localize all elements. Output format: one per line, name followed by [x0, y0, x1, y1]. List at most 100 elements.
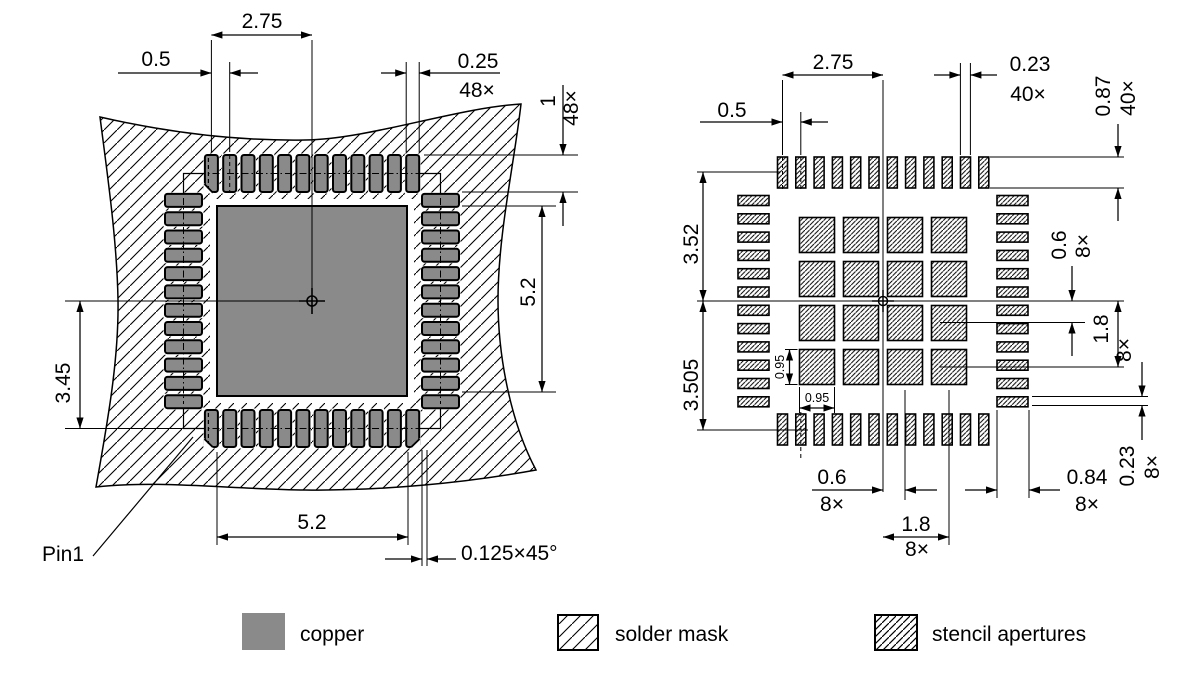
arrowhead: [559, 144, 567, 155]
arrowhead: [211, 31, 223, 39]
dim-right-inner-col-offset-qty: 8×: [820, 493, 844, 516]
corner-bracket: [182, 172, 204, 194]
legend: copper solder mask stencil apertures: [242, 613, 1086, 651]
stencil-aperture: [923, 413, 935, 446]
paste-square-aperture: [842, 260, 880, 298]
dim-right-aperture-length-qty: 40×: [1117, 80, 1140, 116]
arrowhead: [782, 71, 794, 79]
dim-right-half-span: 2.75: [813, 51, 854, 74]
dim-right-corner-aperture-length: 0.84: [1067, 466, 1108, 489]
stencil-aperture: [737, 304, 770, 317]
stencil-aperture: [996, 213, 1029, 225]
stencil-aperture: [996, 377, 1029, 390]
stencil-aperture: [737, 359, 770, 372]
dim-right-inner-col-offset: 0.6: [817, 466, 846, 489]
arrowhead: [986, 486, 997, 494]
dim-right-outer-row-offset: 1.8: [1090, 314, 1113, 343]
dim-right-aperture-length: 0.87: [1092, 76, 1115, 117]
stencil-aperture: [737, 249, 770, 262]
stencil-aperture: [959, 156, 972, 189]
stencil-aperture: [904, 413, 917, 446]
paste-square-aperture: [930, 216, 968, 254]
arrowhead: [1114, 188, 1122, 199]
dim-right-outer-col-offset: 1.8: [901, 513, 930, 536]
paste-square-aperture: [798, 348, 836, 386]
stencil-aperture: [737, 377, 770, 390]
stencil-aperture: [941, 156, 954, 189]
stencil-aperture: [959, 413, 972, 446]
arrowhead: [771, 118, 783, 126]
stencil-aperture: [977, 413, 990, 446]
paste-square-aperture: [842, 304, 880, 342]
stencil-aperture: [737, 395, 770, 408]
stencil-aperture: [886, 156, 899, 189]
stencil-aperture: [813, 413, 825, 446]
stencil-aperture: [996, 395, 1029, 408]
copper-pads: [164, 154, 460, 448]
stencil-aperture: [831, 413, 844, 446]
dim-left-half-span: 2.75: [242, 10, 283, 33]
arrowhead: [1138, 385, 1146, 397]
arrowhead: [301, 31, 312, 39]
package-corner-marks: [65, 40, 442, 449]
dim-right-pitch: 0.5: [717, 99, 746, 122]
arrowhead: [395, 69, 407, 77]
dim-right-inner-row-offset-qty: 8×: [1072, 234, 1095, 258]
pin1-label: Pin1: [42, 543, 84, 566]
stencil-aperture: [996, 231, 1029, 243]
arrowhead: [76, 417, 84, 429]
legend-copper-label: copper: [300, 623, 364, 646]
stencil-aperture: [737, 341, 770, 353]
paste-square-aperture: [886, 260, 924, 298]
legend-stencil-apertures-swatch: [874, 614, 918, 651]
paste-square-aperture: [842, 348, 880, 386]
arrowhead: [397, 533, 408, 541]
dim-right-center-to-top-row: 3.52: [680, 224, 703, 265]
arrowhead: [1029, 486, 1040, 494]
paste-square-aperture: [886, 216, 924, 254]
arrowhead: [217, 533, 228, 541]
stencil-aperture: [941, 413, 954, 446]
dim-left-pad-length-qty: 48×: [560, 90, 583, 126]
arrowhead: [883, 533, 894, 541]
dim-left-pad-span-v: 5.2: [517, 277, 540, 306]
legend-copper-swatch: [242, 613, 285, 650]
arrowhead: [938, 533, 949, 541]
stencil-aperture: [996, 194, 1029, 207]
dim-left-pad-length: 1: [537, 95, 560, 107]
stencil-aperture: [923, 156, 935, 189]
stencil-aperture: [849, 156, 862, 189]
arrowhead: [799, 404, 811, 412]
dim-right-aperture-width: 0.23: [1010, 53, 1051, 76]
stencil-aperture: [996, 341, 1029, 353]
stencil-aperture: [737, 286, 770, 298]
dim-right-paste-square-h: 0.95: [773, 355, 787, 379]
dim-right-aperture-width-qty: 40×: [1010, 83, 1046, 106]
stencil-view: 2.75 0.5 0.23 40× 0.87 40× 3.52 3.505 0.…: [680, 51, 1164, 561]
left-dimension-graphics: [65, 31, 578, 566]
arrowhead: [872, 71, 883, 79]
arrowhead: [785, 373, 794, 385]
dim-right-inner-row-offset: 0.6: [1048, 230, 1071, 259]
dim-right-corner-aperture-width-qty: 8×: [1141, 455, 1164, 479]
dim-left-pitch: 0.5: [141, 48, 170, 71]
arrowhead: [427, 555, 438, 563]
right-dimension-graphics: [697, 63, 1148, 545]
stencil-aperture: [996, 286, 1029, 298]
dim-left-center-to-row: 3.45: [52, 363, 75, 404]
arrowhead: [1068, 290, 1076, 301]
arrowhead: [699, 301, 707, 312]
stencil-aperture: [737, 231, 770, 243]
paste-square-aperture: [798, 260, 836, 298]
stencil-aperture: [996, 322, 1029, 335]
dim-left-pin1-chamfer: 0.125×45°: [461, 542, 558, 565]
dim-right-paste-square-w: 0.95: [805, 391, 829, 405]
dim-right-center-to-bottom-row: 3.505: [680, 359, 703, 412]
paste-square-aperture: [798, 304, 836, 342]
stencil-aperture: [868, 156, 880, 189]
arrowhead: [699, 172, 707, 183]
arrowhead: [1068, 322, 1076, 334]
stencil-aperture: [996, 249, 1029, 262]
corner-bracket: [420, 172, 442, 194]
